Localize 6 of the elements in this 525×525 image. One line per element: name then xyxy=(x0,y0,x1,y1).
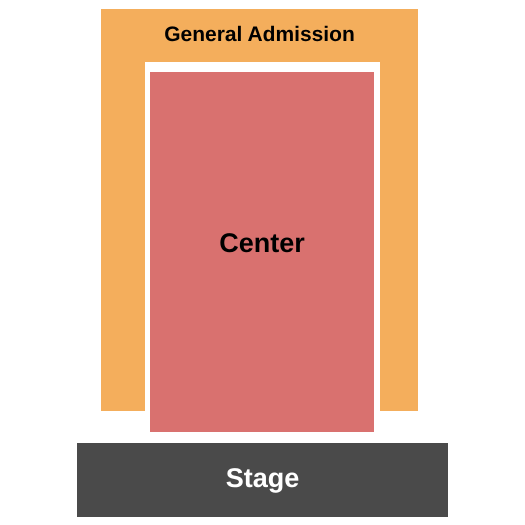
stage xyxy=(77,443,448,517)
stage-label: Stage xyxy=(226,463,300,494)
seating-section xyxy=(101,9,418,411)
section-label: General Admission xyxy=(164,23,355,47)
seating-section xyxy=(150,72,374,432)
section-label: Center xyxy=(219,228,305,259)
